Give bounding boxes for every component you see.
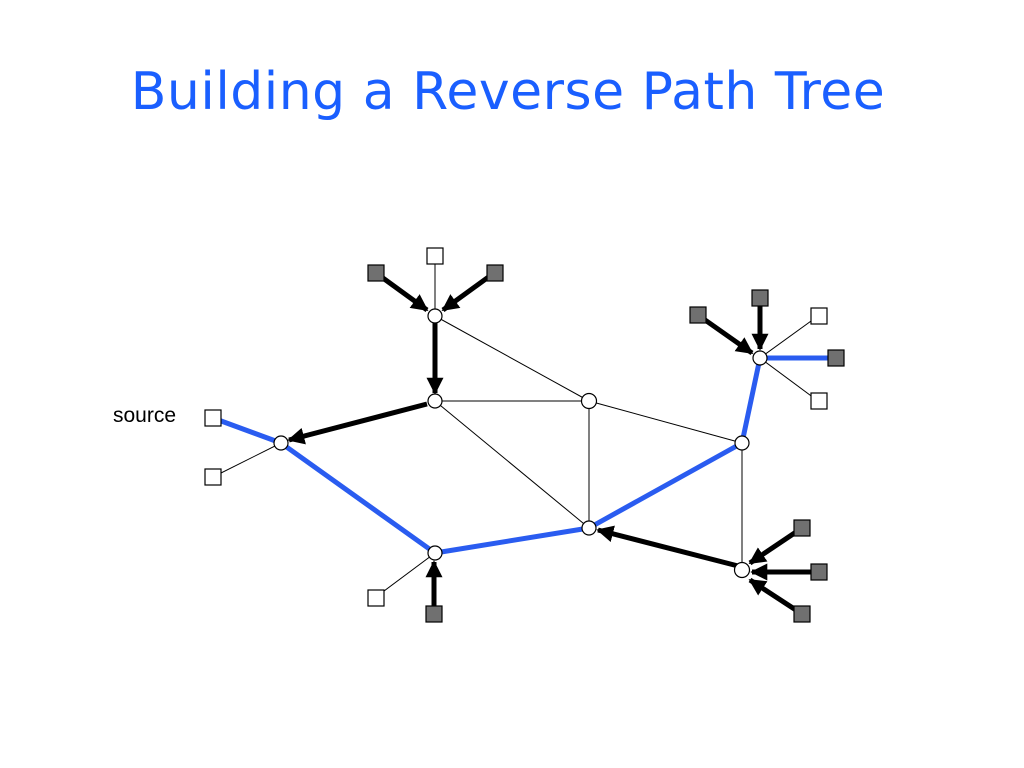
member-host-square <box>425 605 443 623</box>
slide-title: Building a Reverse Path Tree <box>130 62 886 122</box>
member-host-square <box>827 349 845 367</box>
router-node <box>734 435 750 451</box>
member-host-square <box>367 264 385 282</box>
join-arrow <box>596 525 743 570</box>
link <box>434 315 590 402</box>
router-node <box>427 545 443 561</box>
router-node <box>581 520 597 536</box>
host-square <box>810 307 828 325</box>
host-link <box>759 357 819 402</box>
router-node <box>580 392 598 410</box>
router-node <box>752 350 768 366</box>
router-node <box>427 308 443 324</box>
join-arrow <box>287 401 428 445</box>
member-host-square <box>751 289 769 307</box>
member-host-square <box>689 306 707 324</box>
member-host-square <box>486 264 504 282</box>
join-arrow <box>696 312 754 356</box>
member-host-square <box>810 563 828 581</box>
member-host-square <box>793 519 811 537</box>
reverse-path-line <box>210 355 839 556</box>
source-host <box>204 409 222 427</box>
host-square <box>367 589 385 607</box>
link <box>588 400 743 444</box>
host-link <box>759 315 819 359</box>
host-square <box>426 247 444 265</box>
join-arrow <box>748 577 804 617</box>
link <box>434 400 590 529</box>
host-link <box>375 552 436 598</box>
network-links <box>212 264 819 598</box>
router-node <box>733 561 751 579</box>
host-square <box>204 468 222 486</box>
nonmember-hosts <box>204 247 828 607</box>
join-arrow <box>441 270 496 313</box>
join-arrow <box>748 525 804 566</box>
join-arrows <box>287 270 818 617</box>
member-hosts <box>367 264 845 623</box>
member-host-square <box>793 605 811 623</box>
host-link <box>212 442 282 478</box>
router-node <box>273 435 289 451</box>
host-square <box>810 392 828 410</box>
routers <box>273 308 768 579</box>
source-label: source <box>113 404 177 427</box>
router-node <box>427 393 443 409</box>
